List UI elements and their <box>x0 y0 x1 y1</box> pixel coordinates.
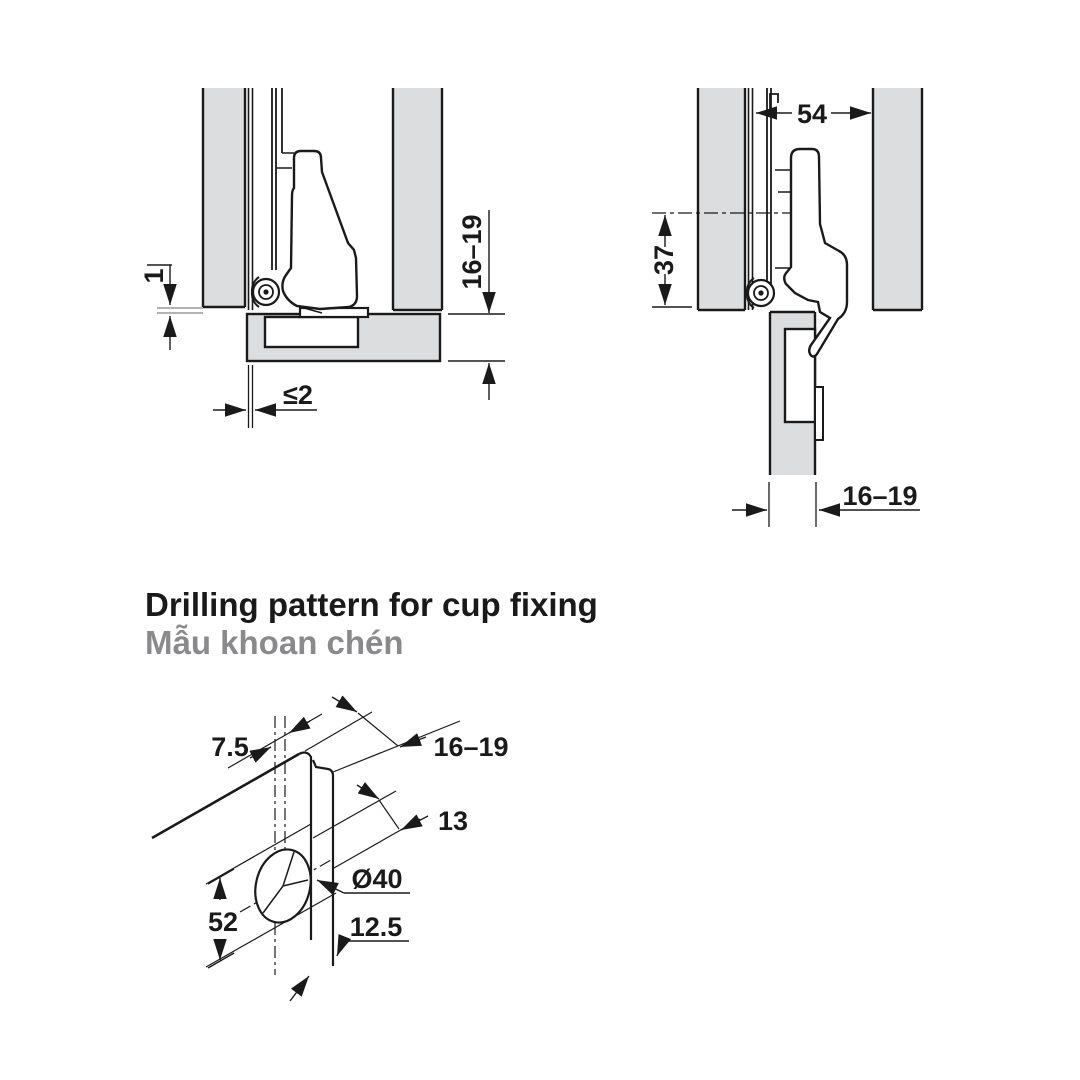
dim-label-mounting-depth: 54 <box>797 99 827 129</box>
dim-mounting-depth: 54 <box>756 99 871 129</box>
mounting-recess-right <box>783 327 817 424</box>
dim-door-thickness: 16–19 <box>304 695 509 773</box>
drill-mark-spokes <box>262 851 309 914</box>
drilling-pattern-diagram: 7.5 16–19 13 Ø40 <box>151 695 509 1002</box>
dim-label-rim-distance: 13 <box>438 806 468 836</box>
mounting-clip-tab <box>814 386 824 441</box>
heading-block: Drilling pattern for cup fixing Mẫu khoa… <box>145 586 598 661</box>
dim-door-overlay: 1 <box>139 264 203 350</box>
board-front-right-edge <box>311 759 335 966</box>
hinge-arm-right <box>783 147 849 358</box>
door-face-lines-right <box>747 88 754 310</box>
dim-label-door-overlay: 1 <box>139 268 169 283</box>
dim-front-gap: ≤2 <box>213 365 317 428</box>
door-face-lines <box>247 88 254 310</box>
section-overlay-mounting: 1 16–19 ≤2 <box>139 88 505 428</box>
dim-label-cup-distance: 37 <box>649 245 679 275</box>
wall-panel <box>873 88 922 310</box>
board-front-left-edge <box>298 751 313 940</box>
heading-subtitle: Mẫu khoan chén <box>145 624 404 661</box>
dim-screw-spacing: 52 <box>207 868 238 969</box>
door-panel-right <box>698 88 745 310</box>
hinge-arm-details <box>276 152 323 314</box>
door-panel-outline <box>201 88 247 309</box>
section-inset-mounting: 54 37 16–19 <box>649 88 924 527</box>
pivot-center-dot-right <box>758 290 764 296</box>
cabinet-side-panel-outline <box>391 88 444 312</box>
mounting-recess <box>263 315 360 349</box>
dim-label-screw-spacing: 52 <box>208 907 238 937</box>
dim-panel-thickness-left-section: 16–19 <box>448 210 505 400</box>
hinge-plate-hook <box>769 93 779 110</box>
hinge-cup-plate-lines <box>271 88 283 270</box>
dim-center-distance: 12.5 <box>289 912 409 1002</box>
dim-panel-thickness-right-section: 16–19 <box>732 481 920 527</box>
dim-label-door-thickness: 16–19 <box>433 732 508 762</box>
dim-rim-distance: 13 <box>312 782 468 869</box>
dim-label-cup-diameter: Ø40 <box>351 864 402 894</box>
heading-title: Drilling pattern for cup fixing <box>145 586 598 623</box>
dim-edge-distance: 7.5 <box>211 713 323 769</box>
hinge-arm <box>281 149 359 311</box>
hinge-arm-right-details <box>775 169 791 269</box>
hinge-plate-lines-right <box>766 88 772 284</box>
dim-cup-distance: 37 <box>649 215 692 308</box>
ext-line-screw-top <box>205 823 312 885</box>
dim-label-front-gap: ≤2 <box>283 380 313 410</box>
dim-label-panel-thickness-right: 16–19 <box>842 481 917 511</box>
door-panel-right-outline <box>696 88 747 312</box>
dim-label-edge-distance: 7.5 <box>211 732 249 762</box>
dim-cup-diameter: Ø40 <box>316 864 410 896</box>
wall-panel-outline <box>871 88 924 312</box>
cabinet-side-panel <box>393 88 442 310</box>
ext-line-screw-bottom <box>205 892 337 968</box>
board-top-edge <box>151 752 300 840</box>
door-panel <box>203 88 245 307</box>
dim-label-panel-thickness: 16–19 <box>457 214 487 289</box>
pivot-center-dot <box>263 289 269 295</box>
dim-label-center-distance: 12.5 <box>350 912 403 942</box>
